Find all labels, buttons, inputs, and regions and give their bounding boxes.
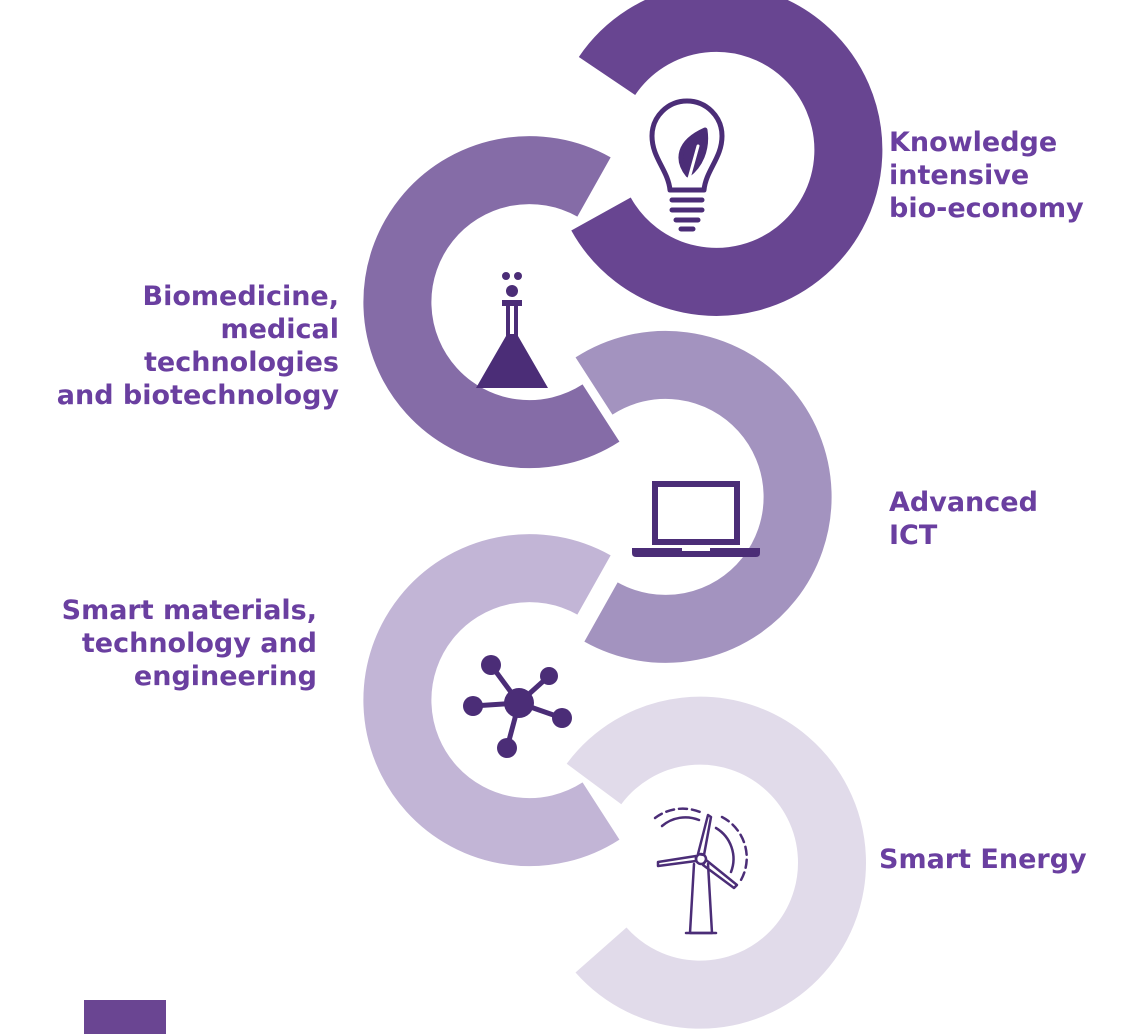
laptop-icon: [632, 481, 760, 557]
molecule-icon: [463, 655, 572, 758]
flask-icon: [476, 272, 548, 388]
ring-advanced-ict: [575, 330, 832, 663]
label-smart-materials: Smart materials, technology and engineer…: [61, 595, 317, 692]
label-knowledge-intensive-bio-economy: Knowledge intensive bio-economy: [889, 127, 1084, 224]
ring-smart-energy: [566, 696, 866, 1029]
label-smart-energy: Smart Energy: [879, 844, 1087, 875]
ring-biomedicine: [363, 136, 620, 469]
label-advanced-ict: Advanced ICT: [889, 487, 1038, 551]
ring-bio-economy: [571, 0, 883, 316]
ring-smart-materials: [363, 534, 620, 867]
label-biomedicine: Biomedicine, medical technologies and bi…: [56, 281, 339, 411]
wind-turbine-icon: [653, 807, 748, 935]
lightbulb-leaf-icon: [649, 98, 725, 232]
corner-decoration: [84, 1000, 166, 1034]
